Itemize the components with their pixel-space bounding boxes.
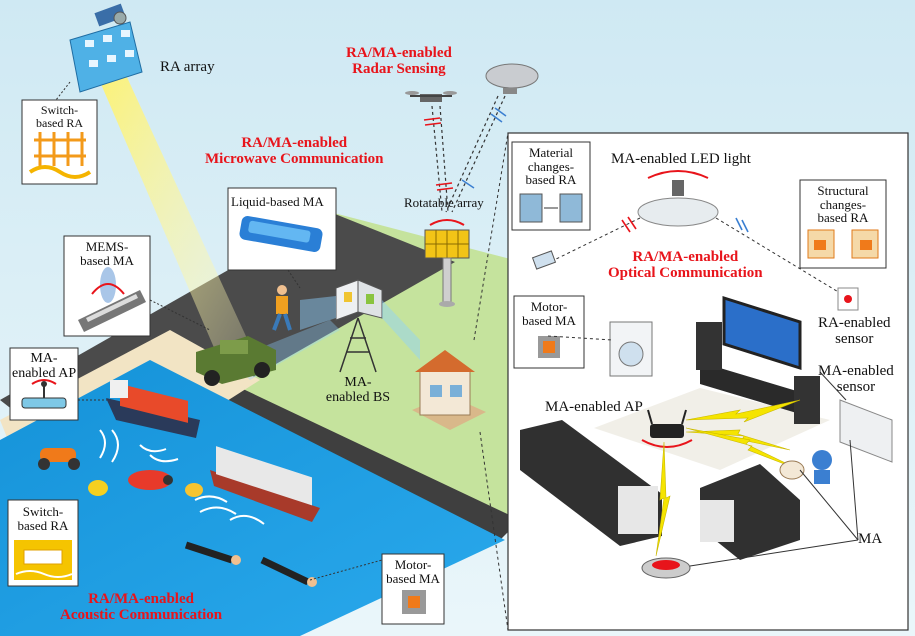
satellite-beam bbox=[95, 62, 250, 350]
teapot-icon bbox=[779, 460, 805, 480]
label-motor-based-ma-bottom: Motor- based MA bbox=[386, 557, 440, 586]
ma-pointer-lines bbox=[547, 335, 859, 567]
diver-icon-2 bbox=[260, 556, 317, 587]
inset-switch-based-ra-top bbox=[21, 81, 98, 185]
robot-icon bbox=[812, 450, 832, 484]
room-zoom-lines bbox=[473, 132, 509, 631]
fish-icon bbox=[88, 480, 203, 497]
house-icon bbox=[412, 350, 486, 430]
label-motor-based-ma-room: Motor- based MA bbox=[522, 299, 576, 328]
label-ma-enabled-ap-room: MA-enabled AP bbox=[545, 399, 643, 415]
sonar-waves bbox=[99, 429, 265, 525]
label-optical-communication: RA/MA-enabled Optical Communication bbox=[608, 249, 763, 281]
cargo-ship-2 bbox=[210, 446, 320, 522]
label-acoustic-communication: RA/MA-enabled Acoustic Communication bbox=[60, 591, 223, 623]
inset-structural-changes-ra bbox=[799, 179, 887, 269]
optical-wave-blue bbox=[735, 217, 749, 233]
optical-wave-red bbox=[621, 216, 637, 233]
robot-vacuum-icon bbox=[641, 557, 691, 579]
label-material-changes-ra: Material changes- based RA bbox=[525, 145, 577, 188]
radar-wave-red bbox=[423, 117, 454, 191]
inset-ma-enabled-ap-left bbox=[9, 347, 110, 421]
label-ma-enabled-led-light: MA-enabled LED light bbox=[611, 151, 751, 167]
inset-liquid-based-ma bbox=[227, 187, 337, 289]
label-rotatable-array: Rotatable array bbox=[404, 195, 484, 210]
inset-switch-based-ra-bottom bbox=[7, 499, 79, 587]
label-switch-based-ra-bottom: Switch- based RA bbox=[17, 504, 69, 533]
airship-icon bbox=[485, 63, 539, 94]
inset-mems-based-ma bbox=[63, 235, 211, 337]
inset-motor-based-ma-bottom bbox=[309, 553, 445, 625]
sofa-icon-1 bbox=[520, 420, 662, 546]
submarine-icon bbox=[128, 470, 173, 490]
wireless-bolts bbox=[655, 399, 801, 557]
inset-material-changes-ra bbox=[511, 141, 591, 231]
led-light-icon bbox=[637, 170, 719, 227]
satellite-icon bbox=[69, 3, 143, 93]
label-switch-based-ra-top: Switch- based RA bbox=[36, 103, 83, 130]
label-ma-enabled-sensor: MA-enabled sensor bbox=[818, 363, 894, 395]
room-ap-icon bbox=[641, 409, 693, 448]
label-ma-enabled-ap-left: MA- enabled AP bbox=[12, 351, 77, 381]
pedestrian-icon bbox=[272, 285, 292, 331]
label-structural-changes-ra: Structural changes- based RA bbox=[817, 183, 869, 226]
label-liquid-based-ma: Liquid-based MA bbox=[231, 194, 324, 209]
heater-icon bbox=[839, 399, 893, 463]
inset-motor-based-ma-room bbox=[513, 295, 585, 369]
label-ma-enabled-bs: MA- enabled BS bbox=[325, 375, 391, 405]
ra-enabled-sensor-icon bbox=[837, 287, 859, 311]
label-mems-based-ma: MEMS- based MA bbox=[80, 239, 134, 268]
diver-icon-1 bbox=[184, 541, 241, 565]
washing-machine-icon bbox=[609, 321, 653, 377]
vehicle-icon bbox=[196, 336, 276, 386]
drone-icon bbox=[405, 91, 457, 102]
sofa-icon-2 bbox=[700, 464, 800, 560]
rotatable-array-icon bbox=[424, 219, 470, 307]
label-radar-sensing: RA/MA-enabled Radar Sensing bbox=[346, 45, 452, 77]
cargo-ship-1 bbox=[106, 380, 200, 438]
underwater-drone-icon bbox=[38, 448, 80, 470]
label-ra-enabled-sensor: RA-enabled sensor bbox=[818, 315, 891, 347]
label-ra-array: RA array bbox=[160, 59, 215, 75]
tv-icon bbox=[696, 295, 820, 424]
label-microwave-communication: RA/MA-enabled Microwave Communication bbox=[205, 135, 384, 167]
optical-links bbox=[549, 217, 846, 297]
camera-icon bbox=[531, 250, 557, 270]
radar-wave-blue bbox=[461, 107, 507, 189]
label-ma: MA bbox=[858, 531, 883, 547]
